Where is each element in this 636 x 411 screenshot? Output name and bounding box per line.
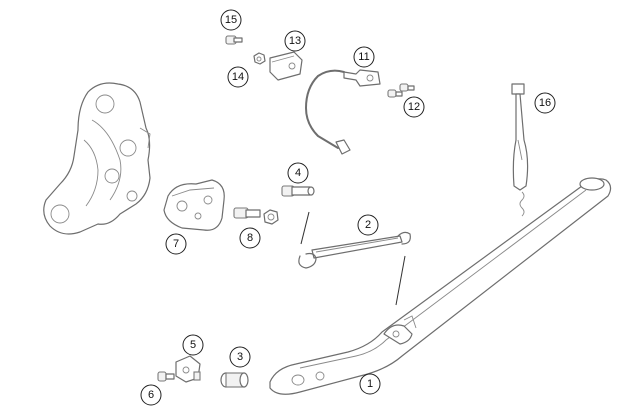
screw-part xyxy=(157,371,175,382)
callout-2: 2 xyxy=(357,214,379,236)
callout-4: 4 xyxy=(287,162,309,184)
side-stand-switch-part xyxy=(269,51,303,81)
callout-label: 2 xyxy=(365,219,371,231)
callout-label: 6 xyxy=(148,389,154,401)
callout-label: 8 xyxy=(247,232,253,244)
callout-label: 15 xyxy=(225,14,237,26)
callout-label: 13 xyxy=(289,35,301,47)
callout-label: 12 xyxy=(408,101,420,113)
callout-label: 7 xyxy=(173,238,179,250)
callout-1: 1 xyxy=(359,373,381,395)
bolt-nut-part xyxy=(233,207,279,225)
side-stand-leg-part xyxy=(269,177,612,395)
callout-13: 13 xyxy=(284,30,306,52)
callout-12: 12 xyxy=(403,96,425,118)
callout-label: 16 xyxy=(539,97,551,109)
frame-bracket-part xyxy=(43,82,151,235)
callout-15: 15 xyxy=(220,9,242,31)
harness-bolts-part xyxy=(387,83,415,98)
wiring-harness-part xyxy=(305,69,381,155)
callout-11: 11 xyxy=(353,46,375,68)
callout-label: 14 xyxy=(232,71,244,83)
callout-14: 14 xyxy=(227,66,249,88)
cable-tie-part xyxy=(511,83,529,217)
callout-7: 7 xyxy=(165,233,187,255)
bushing-part xyxy=(220,372,249,388)
nut-part xyxy=(253,52,266,65)
callout-label: 5 xyxy=(190,339,196,351)
callout-label: 1 xyxy=(367,378,373,390)
spring-part xyxy=(298,231,411,269)
stud-bolt-part xyxy=(281,185,315,197)
small-bracket-part xyxy=(175,355,201,383)
callout-6: 6 xyxy=(140,384,162,406)
callout-label: 3 xyxy=(237,351,243,363)
callout-8: 8 xyxy=(239,227,261,249)
callout-label: 11 xyxy=(358,51,369,63)
small-screw-part xyxy=(225,35,243,45)
callout-16: 16 xyxy=(534,92,556,114)
callout-label: 4 xyxy=(295,167,301,179)
callout-5: 5 xyxy=(182,334,204,356)
mounting-plate-part xyxy=(163,179,225,231)
callout-3: 3 xyxy=(229,346,251,368)
